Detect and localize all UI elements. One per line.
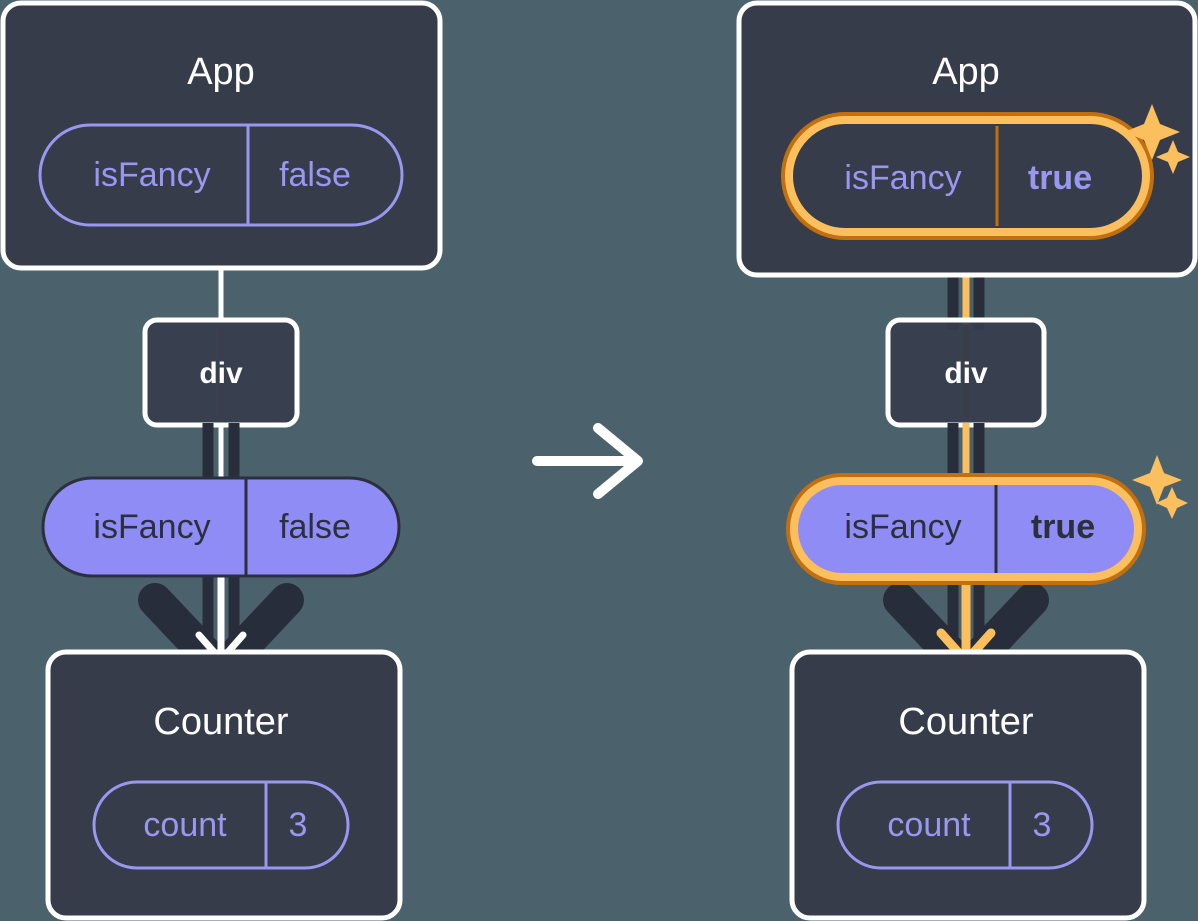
node-app-box	[0, 0, 443, 271]
pill-app-isfancy-key: isFancy	[844, 159, 961, 197]
pill-prop-isfancy-highlight-inner	[790, 477, 1142, 581]
pill-app-isfancy-value: false	[279, 156, 351, 194]
pill-counter-count-key: count	[887, 806, 971, 844]
sparkle-small-icon	[1156, 140, 1190, 174]
pill-prop-isfancy-value: false	[279, 508, 351, 546]
panel-before: App isFancy false div	[0, 0, 443, 921]
sparkle-small-icon	[1156, 487, 1188, 519]
node-counter-box	[789, 649, 1147, 921]
pill-prop-isfancy-shape	[41, 476, 401, 578]
node-app-title: App	[932, 51, 1000, 93]
pill-counter-count: count 3	[836, 780, 1094, 870]
pill-app-isfancy: isFancy false	[38, 123, 404, 227]
node-counter-box	[45, 649, 403, 921]
sparkle-icon	[1132, 455, 1188, 519]
pill-counter-count-key: count	[143, 806, 227, 844]
arrow-right-icon	[532, 423, 643, 499]
pill-app-isfancy-key: isFancy	[93, 156, 210, 194]
node-div-title: div	[199, 357, 243, 390]
pill-app-isfancy: isFancy true	[781, 112, 1154, 240]
node-counter-title: Counter	[153, 701, 289, 743]
panel-after: App isFancy true div	[736, 0, 1198, 921]
node-app-title: App	[187, 51, 255, 93]
pill-prop-isfancy-key: isFancy	[844, 508, 961, 546]
pill-counter-count-shape	[92, 780, 350, 870]
sparkle-large-icon	[1124, 104, 1180, 160]
pill-counter-count-value: 3	[1033, 806, 1052, 844]
pill-prop-isfancy-value: true	[1031, 508, 1095, 546]
transition-arrow-head	[593, 423, 643, 499]
pill-app-isfancy-highlight-inner	[785, 116, 1150, 236]
pill-app-isfancy-shape	[38, 123, 404, 227]
pill-app-isfancy-value: true	[1028, 159, 1092, 197]
pill-counter-count: count 3	[92, 780, 350, 870]
pill-prop-isfancy: isFancy true	[786, 473, 1146, 585]
sparkle-large-icon	[1132, 455, 1182, 505]
pill-prop-isfancy-key: isFancy	[93, 508, 210, 546]
sparkle-icon	[1124, 104, 1190, 174]
node-div-title: div	[944, 357, 988, 390]
pill-counter-count-value: 3	[289, 806, 308, 844]
pill-counter-count-shape	[836, 780, 1094, 870]
pill-prop-isfancy: isFancy false	[41, 476, 401, 578]
node-counter-title: Counter	[898, 701, 1034, 743]
